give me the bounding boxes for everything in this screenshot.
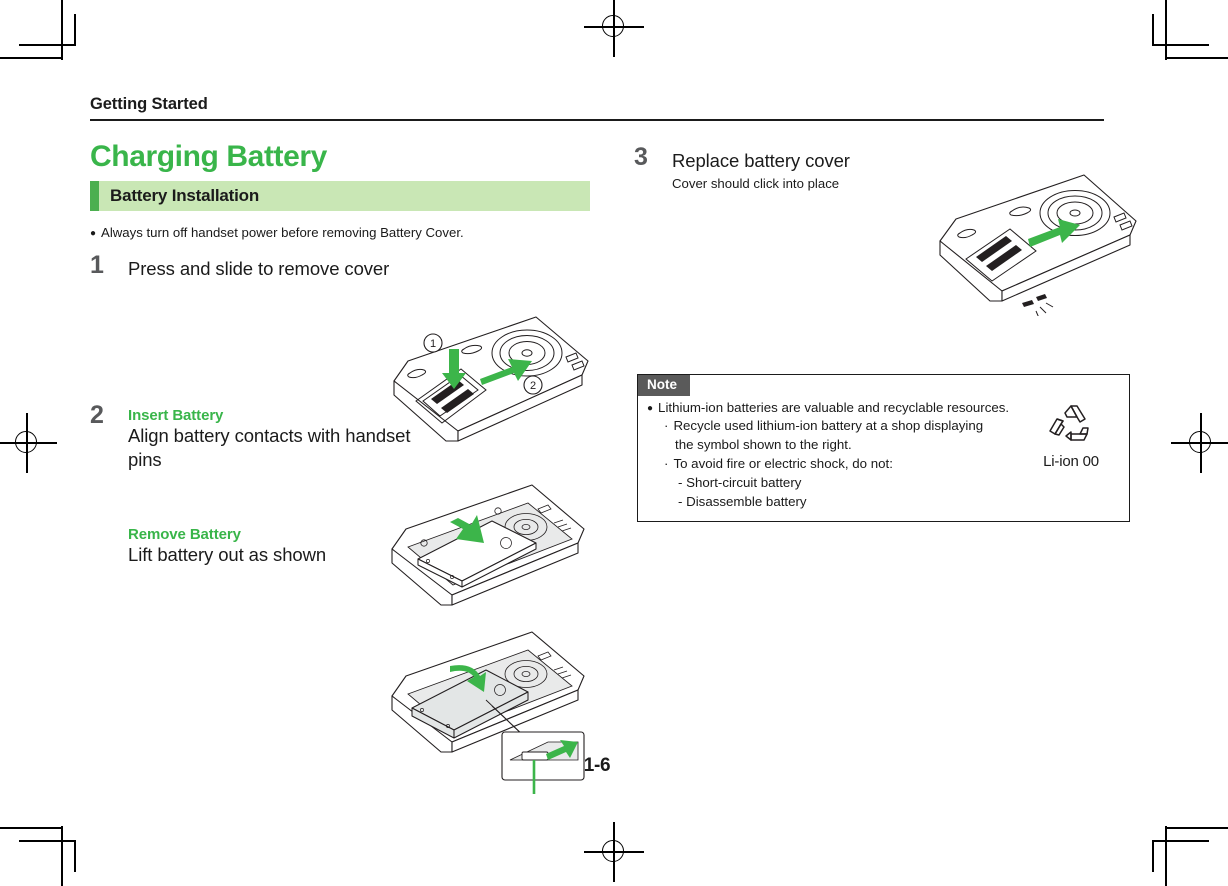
crop-mark-line [19,44,76,46]
crop-mark-line [1165,826,1167,886]
replace-cover-illustration [939,174,1137,319]
header-rule [90,119,1104,121]
intro-bullet-text: Always turn off handset power before rem… [101,224,464,240]
step-1-number: 1 [90,251,104,280]
step-1-title: Press and slide to remove cover [128,258,390,280]
intro-bullet: ● Always turn off handset power before r… [90,224,590,242]
crop-mark-line [19,840,76,842]
figure-remove-battery [386,628,596,803]
step-3-subtext: Cover should click into place [672,176,840,192]
note-dash-item-1: - Short-circuit battery [678,475,802,491]
crop-mark-line [74,14,76,45]
note-label: Note [638,375,690,396]
two-column-layout: Charging Battery Battery Installation ● … [90,140,1137,794]
section-heading: Battery Installation [90,180,590,211]
recycle-icon [1049,404,1089,441]
left-column: Charging Battery Battery Installation ● … [90,140,590,794]
crop-mark-line [1152,14,1154,45]
note-box: Note ● Lithium-ion batteries are valuabl… [637,374,1130,522]
middle-dot-icon: · [664,418,669,434]
figure-insert-battery [386,481,591,618]
crop-mark-line [61,0,63,60]
step-2: 2 Insert Battery Align battery contacts … [90,403,590,472]
registration-mark-bottom [584,822,644,882]
crop-mark-line [0,57,63,59]
note-subitem-1-text: Recycle used lithium-ion battery at a sh… [673,418,984,434]
page-content: Getting Started Charging Battery Battery… [90,95,1137,795]
crop-mark-line [1165,0,1167,60]
note-body: ● Lithium-ion batteries are valuable and… [638,396,1129,521]
crop-mark-line [1152,44,1209,46]
registration-mark-top [584,0,644,57]
figure-callout-2: 2 [530,380,536,392]
crop-mark-line [61,826,63,886]
step-2-text-remove: Lift battery out as shown [128,544,327,566]
page-number: 1-6 [583,755,611,776]
registration-mark-right [1171,413,1228,473]
step-2-text-insert: Align battery contacts with handset pins [128,425,411,471]
step-3: 3 Replace battery cover Cover should cli… [634,145,1104,193]
note-subitem-1-cont: the symbol shown to the right. [675,437,852,453]
note-subitem-2: · To avoid fire or electric shock, do no… [647,455,1119,474]
note-dash-item-2: - Disassemble battery [678,493,807,509]
bullet-dot-icon: ● [90,227,97,239]
note-subitem-2-text: To avoid fire or electric shock, do not: [673,456,893,472]
figure-press-and-slide: 1 2 [386,311,596,451]
middle-dot-icon: · [664,456,669,472]
section-heading-label: Battery Installation [110,185,260,205]
insert-battery-illustration [391,484,585,606]
page-title: Charging Battery [90,140,327,173]
recycle-symbol-group: Li-ion 00 [1025,402,1117,473]
crop-mark-line [1152,840,1209,842]
step-3-title: Replace battery cover [672,150,850,171]
remove-battery-illustration [391,631,585,794]
liion-label: Li-ion 00 [1043,453,1099,471]
step-2-subhead-insert: Insert Battery [128,407,224,425]
section-accent-block [90,180,99,211]
note-bullet: ● Lithium-ion batteries are valuable and… [647,399,1119,418]
right-column: 3 Replace battery cover Cover should cli… [634,141,1137,567]
step-2-subhead-remove: Remove Battery [128,526,241,544]
bullet-dot-icon: ● [647,402,654,414]
crop-mark-line [0,827,63,829]
note-subitem-1: · Recycle used lithium-ion battery at a … [647,417,1119,436]
crop-mark-line [1165,827,1228,829]
crop-mark-line [1165,57,1228,59]
crop-mark-line [1152,841,1154,872]
step-2-remove: Remove Battery Lift battery out as shown [90,526,590,567]
figure-replace-cover [932,171,1144,321]
step-2-number: 2 [90,401,104,430]
step-1: 1 Press and slide to remove cover [90,253,590,287]
step-3-number: 3 [634,143,648,171]
crop-mark-line [74,841,76,872]
note-bullet-text: Lithium-ion batteries are valuable and r… [658,399,1010,415]
handset-slide-illustration: 1 2 [393,316,589,442]
running-head: Getting Started [90,95,208,113]
figure-callout-1: 1 [430,338,436,350]
registration-mark-left [0,413,57,473]
